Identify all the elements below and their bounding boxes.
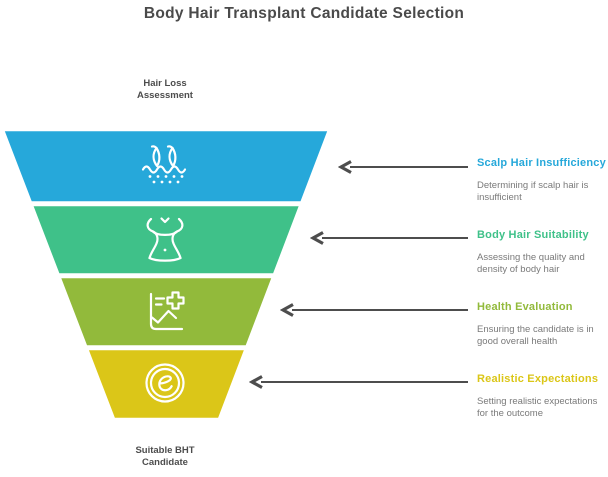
stage-description: Assessing the quality and density of bod…	[477, 252, 585, 275]
stage-label-body-hair: Body Hair Suitability Assessing the qual…	[477, 229, 608, 275]
funnel-stage-body-hair	[29, 203, 303, 276]
expectations-e-icon	[145, 363, 185, 403]
arrow-icon-body-hair	[310, 231, 468, 245]
stage-title: Scalp Hair Insufficiency	[477, 157, 606, 169]
hair-follicle-icon	[141, 145, 187, 184]
stage-description: Setting realistic expectations for the o…	[477, 396, 598, 419]
stage-description: Determining if scalp hair is insufficien…	[477, 180, 589, 203]
funnel-bottom-label: Suitable BHT Candidate	[135, 445, 195, 468]
stage-label-scalp-hair: Scalp Hair Insufficiency Determining if …	[477, 157, 608, 203]
stage-title: Realistic Expectations	[477, 373, 599, 385]
funnel-stage-health	[57, 275, 275, 348]
funnel-top-label: Hair Loss Assessment	[137, 78, 193, 101]
page-title: Body Hair Transplant Candidate Selection	[143, 5, 465, 22]
torso-icon	[146, 217, 184, 262]
stage-label-expectations: Realistic Expectations Setting realistic…	[477, 373, 608, 419]
stage-label-health: Health Evaluation Ensuring the candidate…	[477, 301, 608, 347]
stage-description: Ensuring the candidate is in good overal…	[477, 324, 594, 347]
funnel-stage-scalp-hair	[1, 128, 331, 204]
arrow-icon-expectations	[249, 375, 468, 389]
health-chart-icon	[149, 291, 185, 331]
funnel-stage-expectations	[85, 347, 248, 421]
stage-title: Health Evaluation	[477, 301, 573, 313]
funnel-diagram	[1, 128, 331, 421]
arrow-icon-scalp-hair	[338, 160, 468, 174]
stage-title: Body Hair Suitability	[477, 229, 589, 241]
arrow-icon-health	[280, 303, 468, 317]
